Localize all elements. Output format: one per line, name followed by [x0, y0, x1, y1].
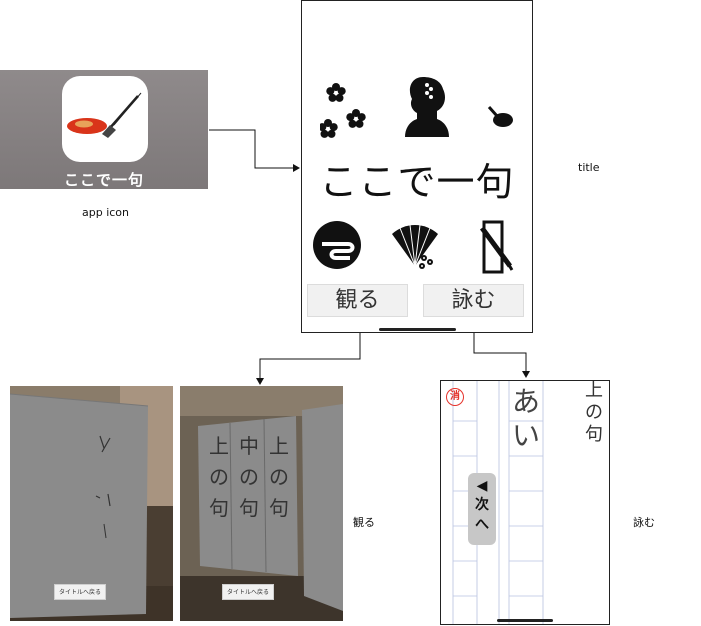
connector-arrows	[256, 333, 530, 385]
verse-label-char: の	[585, 402, 603, 423]
next-button-char: 次	[475, 497, 489, 513]
title-screen: ここで一句 観る 詠む	[301, 0, 533, 333]
card-cell: の	[209, 465, 229, 489]
app-title: ここで一句	[319, 160, 515, 204]
erase-button[interactable]: 消	[446, 388, 464, 406]
ar-card	[10, 393, 149, 618]
app-icon[interactable]	[62, 76, 148, 162]
ar-card-strokes	[95, 435, 111, 539]
compose-button[interactable]: 詠む	[423, 284, 524, 317]
next-button[interactable]: ◀ 次 へ	[468, 473, 496, 545]
app-icon-caption: app icon	[82, 206, 130, 219]
brush-frame-icon	[479, 220, 514, 274]
card-cell: 句	[239, 496, 259, 520]
app-icon-screenshot: ここで一句	[0, 70, 208, 189]
circle-wave-icon	[313, 221, 361, 269]
sakura-icon	[320, 83, 366, 138]
card-cell: の	[239, 465, 259, 489]
card-cell: 上	[209, 434, 229, 458]
left-arrow-icon: ◀	[476, 478, 488, 494]
home-indicator	[379, 328, 456, 331]
watch-screenshot-1: タイトルへ戻る	[10, 386, 173, 621]
teapot-icon	[487, 106, 513, 127]
verse-label: 上 の 句	[581, 380, 607, 446]
back-to-title-button[interactable]: タイトルへ戻る	[54, 584, 106, 600]
watch-screenshot-2: 上 中 上 の の の 句 句 句 タイトルへ戻る	[180, 386, 343, 621]
watch-button[interactable]: 観る	[307, 284, 408, 317]
verse-label-char: 句	[585, 424, 603, 445]
connector-arrow	[209, 129, 300, 172]
card-cell: 上	[269, 434, 289, 458]
back-to-title-button[interactable]: タイトルへ戻る	[222, 584, 274, 600]
watch-caption: 観る	[353, 516, 375, 529]
brush-stroke-icon	[67, 92, 142, 138]
compose-screen: 消 あ い 上 の 句 ◀ 次 へ	[440, 380, 610, 625]
title-caption: title	[578, 161, 600, 174]
ar-card-text-grid: 上 中 上 の の の 句 句 句	[204, 430, 296, 521]
card-cell: 句	[269, 496, 289, 520]
card-cell: の	[269, 465, 289, 489]
app-icon-name: ここで一句	[63, 171, 144, 189]
verse-label-char: 上	[585, 380, 603, 401]
next-button-char: へ	[475, 517, 489, 533]
geisha-silhouette-icon	[405, 77, 449, 137]
written-char: あ	[511, 385, 540, 418]
written-char: い	[511, 419, 540, 452]
card-cell: 句	[209, 496, 229, 520]
home-indicator	[497, 619, 553, 622]
ar-card	[198, 404, 343, 611]
written-characters: あ い	[511, 385, 541, 453]
compose-caption: 詠む	[633, 516, 655, 529]
folding-fan-icon	[392, 224, 438, 269]
card-cell: 中	[239, 434, 259, 458]
